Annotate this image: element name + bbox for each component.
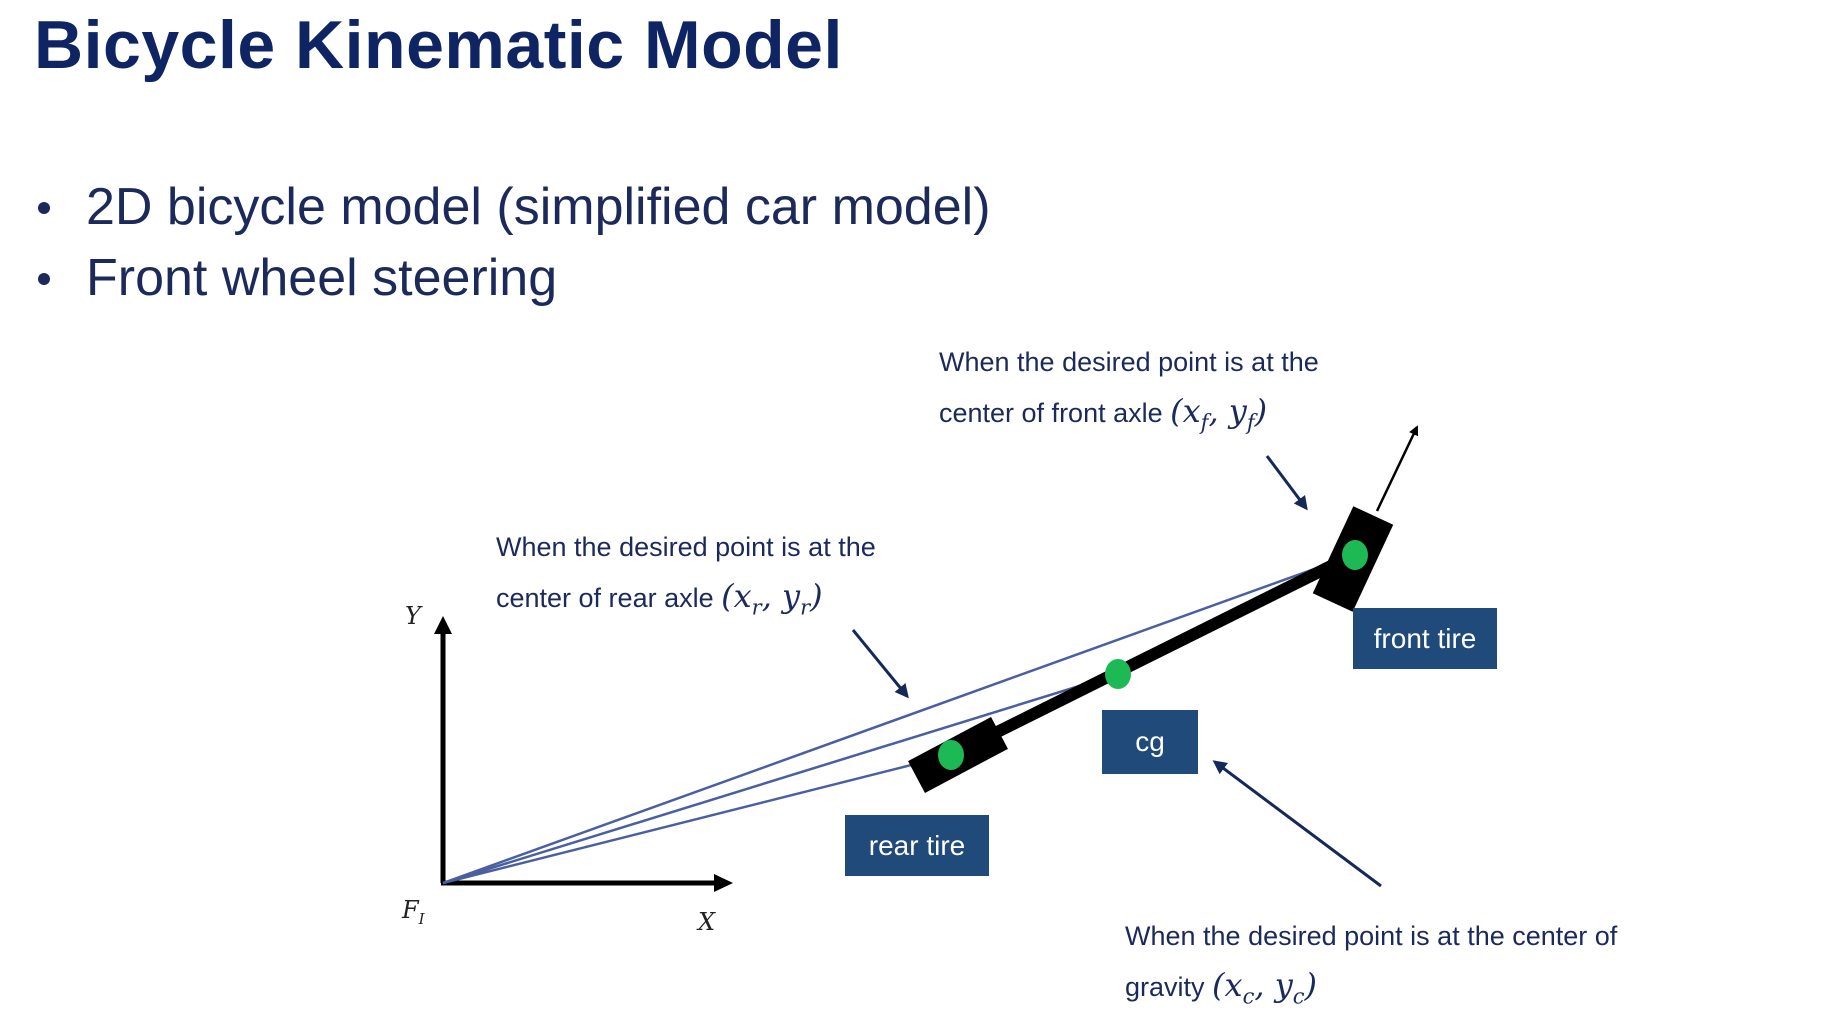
bullet-item: Front wheel steering — [34, 243, 991, 314]
formula-var: y — [1274, 966, 1293, 1004]
frame-label-main: F — [402, 896, 419, 924]
formula-paren: ) — [1254, 392, 1268, 430]
cg-point — [1105, 659, 1131, 689]
bullet-dot-icon — [38, 201, 50, 214]
formula-sub: c — [1242, 984, 1255, 1009]
note-line: When the desired point is at the — [496, 532, 876, 562]
bicycle-frame — [948, 549, 1356, 761]
bullet-text: Front wheel steering — [86, 249, 558, 307]
bullet-text: 2D bicycle model (simplified car model) — [86, 178, 991, 236]
formula-var: x — [1182, 392, 1201, 430]
rear-tire-label: rear tire — [845, 815, 989, 876]
rear-axle-point — [938, 740, 964, 770]
x-axis-label: X — [698, 908, 716, 936]
slide-title: Bicycle Kinematic Model — [34, 7, 843, 83]
bullet-item: 2D bicycle model (simplified car model) — [34, 172, 991, 243]
formula-sub: r — [751, 595, 762, 620]
bullet-dot-icon — [38, 272, 50, 285]
coordinate-formula: (xc, yc) — [1212, 966, 1318, 1008]
formula-sub: c — [1292, 984, 1305, 1009]
rear-axle-pointer-arrow — [851, 629, 909, 699]
formula-sub: f — [1200, 410, 1209, 435]
front-tire-label: front tire — [1353, 608, 1497, 669]
ray-to-rear-axle — [442, 753, 952, 885]
frame-label: FI — [402, 896, 425, 928]
front-axle-point — [1342, 540, 1368, 570]
ray-to-front-axle — [442, 553, 1354, 885]
note-line: center of rear axle (xr, yr) — [496, 572, 876, 632]
formula-paren: ( — [721, 577, 734, 615]
formula-sub: f — [1246, 410, 1255, 435]
x-axis-arrowhead-icon — [714, 874, 733, 892]
cg-label: cg — [1102, 710, 1198, 774]
formula-var: y — [782, 577, 801, 615]
note-line: When the desired point is at the — [939, 347, 1319, 377]
cg-note: When the desired point is at the center … — [1125, 912, 1617, 1021]
front-axle-pointer-arrow — [1265, 455, 1308, 511]
formula-paren: ) — [810, 577, 823, 615]
formula-var: x — [1224, 966, 1243, 1004]
note-line: center of front axle (xf, yf) — [939, 387, 1319, 447]
note-line: gravity (xc, yc) — [1125, 961, 1617, 1021]
formula-paren: ( — [1170, 392, 1183, 430]
front-axle-note: When the desired point is at the center … — [939, 338, 1319, 447]
note-text: gravity — [1125, 972, 1205, 1002]
formula-sep: , — [1254, 966, 1275, 1004]
y-axis-arrowhead-icon — [434, 616, 452, 634]
formula-paren: ( — [1212, 966, 1225, 1004]
note-text: center of front axle — [939, 398, 1163, 428]
rear-axle-note: When the desired point is at the center … — [496, 523, 876, 632]
formula-var: x — [733, 577, 752, 615]
frame-label-sub: I — [418, 909, 425, 928]
cg-pointer-arrow — [1212, 760, 1382, 888]
note-text: center of rear axle — [496, 583, 714, 613]
formula-var: y — [1228, 392, 1247, 430]
note-line: When the desired point is at the center … — [1125, 921, 1618, 951]
coordinate-formula: (xr, yr) — [721, 577, 823, 619]
formula-sub: r — [800, 595, 811, 620]
bullet-list: 2D bicycle model (simplified car model) … — [34, 172, 991, 314]
ray-to-cg — [442, 672, 1119, 885]
formula-sep: , — [1208, 392, 1229, 430]
formula-paren: ) — [1304, 966, 1318, 1004]
formula-sep: , — [761, 577, 783, 615]
y-axis-label: Y — [405, 602, 421, 630]
coordinate-formula: (xf, yf) — [1170, 392, 1268, 434]
front-heading-arrow — [1375, 425, 1419, 512]
